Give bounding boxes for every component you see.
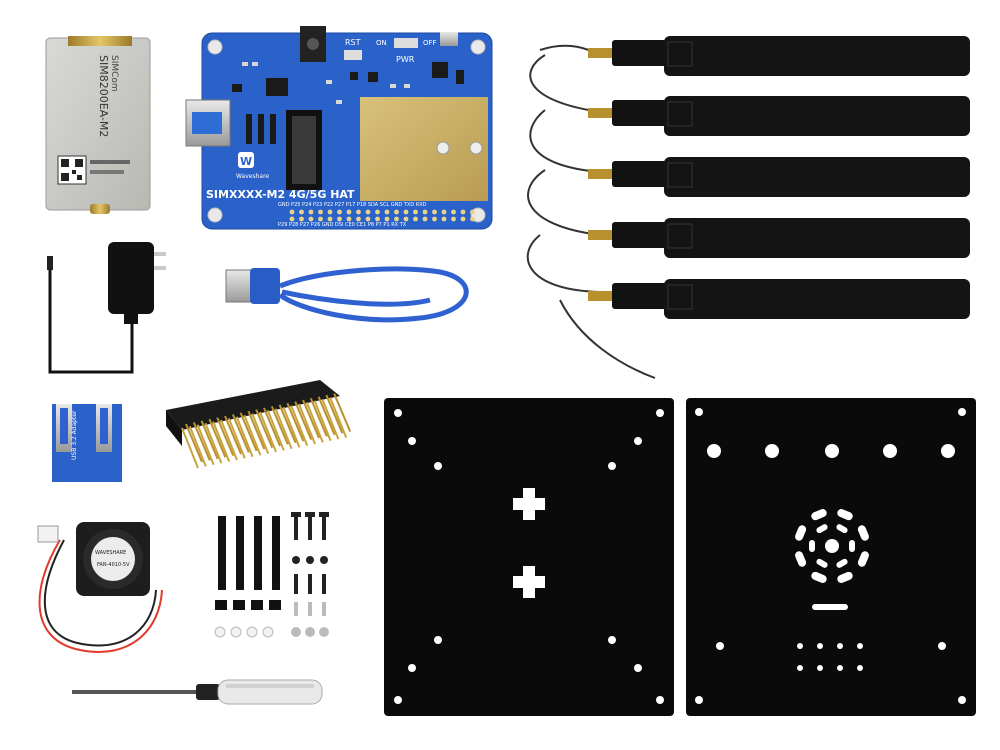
antenna-4 [588, 218, 970, 258]
acrylic-plate-left [384, 398, 674, 716]
pin-row-bottom: P29 P28 P27 P26 GND DSI CE0 CE1 P8 P7 P1… [278, 222, 407, 228]
cooling-fan: WAVESHARE FAN-4010-5V [37, 522, 163, 653]
hat-logo-text: Waveshare [236, 173, 269, 180]
power-switch[interactable] [394, 38, 418, 48]
antenna-1 [588, 36, 970, 76]
gpio-header [166, 380, 352, 469]
pin-row-top: GND P25 P24 P23 P22 P27 P17 P18 SDA SCL … [278, 202, 427, 208]
adapter-label: USB 3.2 Adapter [71, 410, 78, 460]
module-brand: SIMCom [109, 55, 119, 92]
gpio-pads [289, 209, 475, 222]
antenna-5 [588, 279, 970, 319]
fan-model: FAN-4010-5V [97, 562, 130, 568]
waveshare-logo-icon: W [238, 152, 254, 168]
fan-vent-icon [795, 509, 869, 583]
module-model: SIM8200EA-M2 [97, 55, 110, 137]
screws-standoffs [214, 512, 329, 638]
micro-usb-port [440, 32, 458, 46]
acrylic-plate-right [686, 398, 976, 716]
hat-board: RST ON OFF PWR W Waveshare SIMXXXX-M2 4G… [185, 26, 493, 230]
pwr-label: PWR [396, 55, 415, 64]
hat-title: SIMXXXX-M2 4G/5G HAT [206, 188, 355, 201]
rst-label: RST [345, 38, 361, 47]
on-label: ON [376, 39, 387, 47]
antenna-set [526, 36, 970, 379]
usb-adapter: USB 3.2 Adapter [52, 404, 122, 482]
antenna-2 [588, 96, 970, 136]
screwdriver [72, 679, 323, 705]
fan-brand: WAVESHARE [95, 550, 126, 556]
rst-button[interactable] [344, 50, 362, 60]
svg-text:W: W [240, 155, 252, 168]
antenna-3 [588, 157, 970, 197]
sim-module: SIMCom SIM8200EA-M2 [45, 36, 151, 214]
power-adapter [47, 242, 166, 374]
usb-cable [225, 266, 469, 323]
hat-gold-pad [360, 97, 488, 201]
off-label: OFF [423, 39, 437, 47]
